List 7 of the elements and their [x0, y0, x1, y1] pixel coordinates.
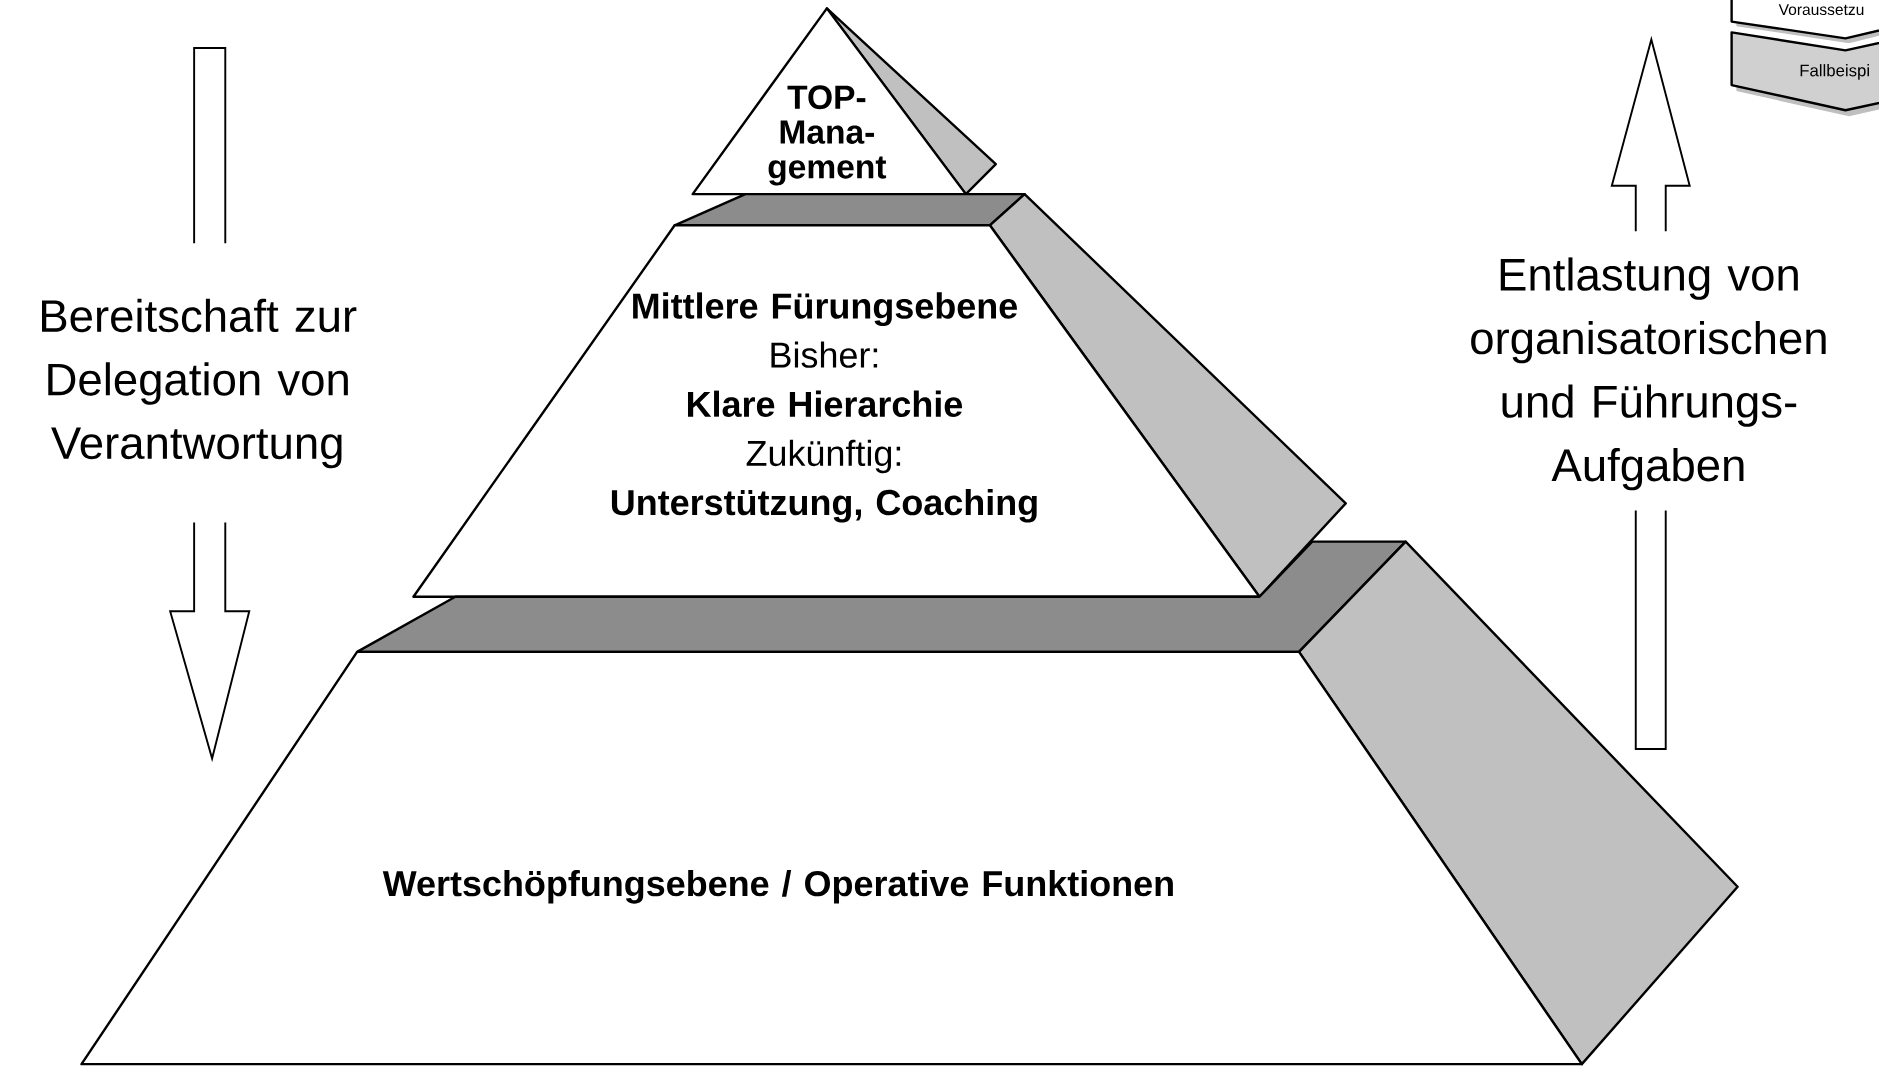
pyramid-tier: Wertschöpfungsebene / Operative Funktionen	[80, 540, 1739, 1066]
side-label: Entlastung von organisatorischen und Führungs- Aufgaben	[1471, 257, 1826, 491]
pyramid-top: TOP- Mana- gement	[691, 7, 998, 196]
chevron-tab: Fallbeispi	[1730, 31, 1879, 117]
chevron-tab: Voraussetzu	[1730, 0, 1879, 44]
side-label: Bereitschaft zur Delegation von Verantwortung	[42, 298, 357, 469]
pyramid-tier: Mittlere Fürungsebene Bisher: Klare Hierarchie Zukünftig: Unterstützung, Coaching	[412, 193, 1347, 599]
